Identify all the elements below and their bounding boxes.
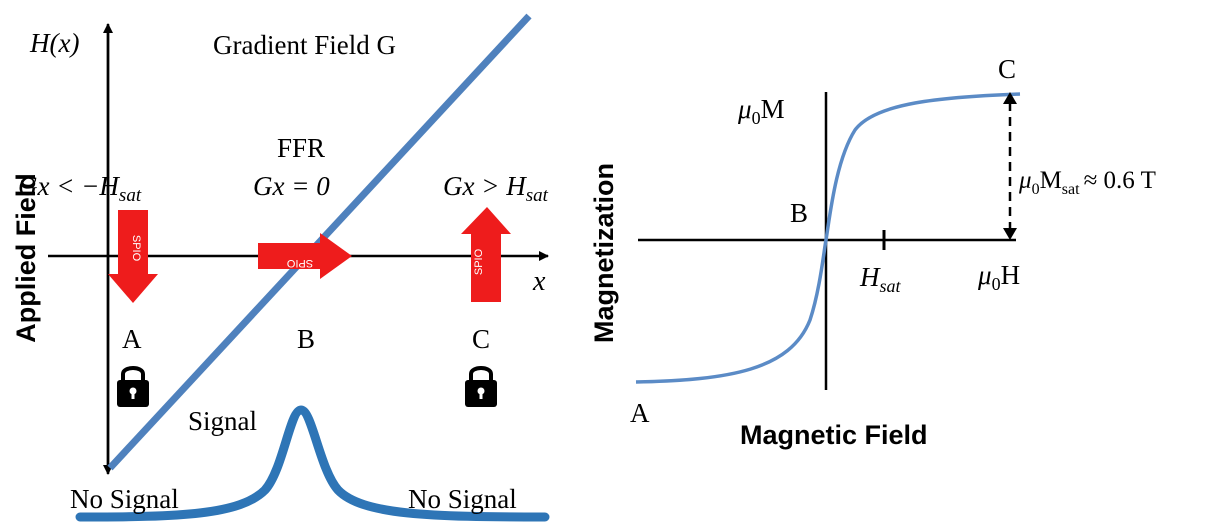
right-panel: Magnetization Magnetic Field μ0M μ0H Hsa…	[589, 54, 1156, 450]
mu0-h-sub: 0	[992, 274, 1001, 294]
signal-label: Signal	[188, 406, 257, 436]
no-signal-right-label: No Signal	[408, 484, 517, 514]
msat-label: μ0Msat≈ 0.6 T	[1018, 167, 1156, 198]
ffr-equation: Gx = 0	[253, 171, 330, 201]
left-equation: Gx < −Hsat	[18, 171, 142, 206]
spio-label-b: SPIO	[286, 257, 313, 269]
left-equation-sub: sat	[119, 185, 142, 206]
mu0-h-label: μ0H	[977, 260, 1020, 294]
mu0-h-mu: μ	[977, 260, 992, 290]
mu0-m-sub: 0	[752, 108, 761, 128]
magnetization-axis-title: Magnetization	[589, 163, 619, 343]
ffr-label: FFR	[277, 133, 325, 163]
magnetization-curve	[635, 92, 1021, 384]
lock-icon	[465, 366, 497, 407]
hsat-sub: sat	[880, 276, 902, 296]
msat-sub0: 0	[1032, 181, 1040, 198]
mu0-h-tail: H	[1001, 260, 1021, 290]
magnetic-field-axis-title: Magnetic Field	[740, 420, 928, 450]
point-b-label: B	[297, 324, 315, 354]
right-equation-main: Gx > H	[443, 171, 527, 201]
gradient-field-line	[107, 13, 532, 471]
lock-icon	[117, 366, 149, 407]
mu0-m-label: μ0M	[737, 94, 785, 128]
spio-label-a: SPIO	[130, 235, 142, 262]
right-equation: Gx > Hsat	[443, 171, 549, 206]
applied-field-axis-title: Applied Field	[11, 173, 41, 343]
gradient-field-label: Gradient Field G	[213, 30, 396, 60]
saturation-arrowhead-top	[1003, 92, 1017, 104]
h-of-x-label: H(x)	[29, 28, 79, 58]
spio-label-c: SPIO	[473, 248, 485, 275]
x-axis-var-label: x	[532, 266, 546, 297]
signal-peak-curve	[75, 405, 550, 522]
right-point-a-label: A	[630, 398, 650, 428]
right-point-b-label: B	[790, 198, 808, 228]
msat-mu: μ	[1018, 167, 1032, 194]
point-a-label: A	[122, 324, 142, 354]
msat-tail: ≈ 0.6 T	[1084, 167, 1156, 194]
right-equation-sub: sat	[526, 185, 549, 206]
mu0-m-mu: μ	[737, 94, 752, 124]
hsat-label: Hsat	[859, 262, 902, 296]
spio-arrow-up: SPIO	[461, 207, 511, 302]
left-panel: Applied Field H(x) x Gradient Field G FF…	[11, 13, 550, 522]
saturation-arrowhead-bottom	[1003, 228, 1017, 240]
right-point-c-label: C	[998, 54, 1016, 84]
no-signal-left-label: No Signal	[70, 484, 179, 514]
msat-sub: sat	[1062, 181, 1080, 198]
msat-m: M	[1040, 167, 1062, 194]
mu0-m-tail: M	[761, 94, 785, 124]
hsat-main: H	[859, 262, 881, 292]
left-equation-main: Gx < −H	[18, 171, 120, 201]
spio-arrow-right: SPIO	[258, 233, 352, 279]
spio-arrow-down: SPIO	[108, 210, 158, 303]
point-c-label: C	[472, 324, 490, 354]
